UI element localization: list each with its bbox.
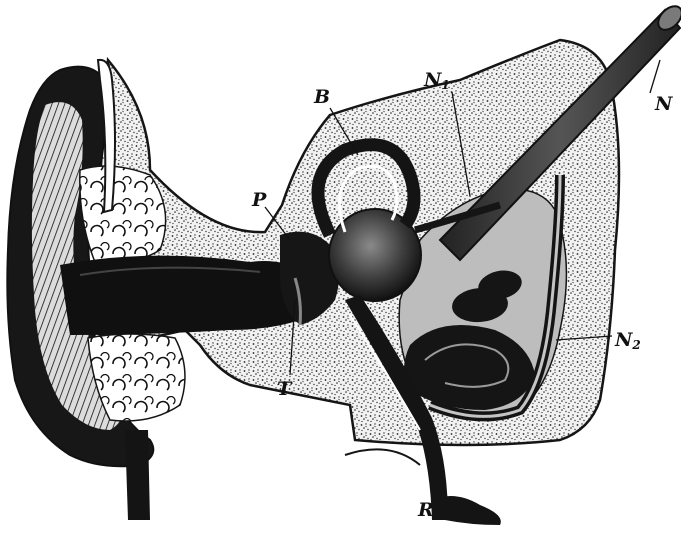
label-n2: N2 <box>614 329 641 352</box>
pointer-n <box>650 60 660 93</box>
label-n2-main: N <box>614 329 633 351</box>
label-n1-main: N <box>423 69 442 91</box>
lower-outline <box>345 449 420 465</box>
label-n1-sub: 1 <box>441 78 449 92</box>
label-n2-sub: 2 <box>631 338 640 352</box>
label-b: B <box>313 86 330 108</box>
label-n1: N1 <box>423 69 450 92</box>
cartilage-upper <box>80 166 166 264</box>
jaw-stump <box>125 430 150 520</box>
label-n: N <box>654 93 673 115</box>
label-r: R <box>417 499 434 521</box>
eustachian-tube-opening <box>432 496 501 525</box>
label-t: T <box>277 378 293 400</box>
label-p: P <box>251 189 267 211</box>
